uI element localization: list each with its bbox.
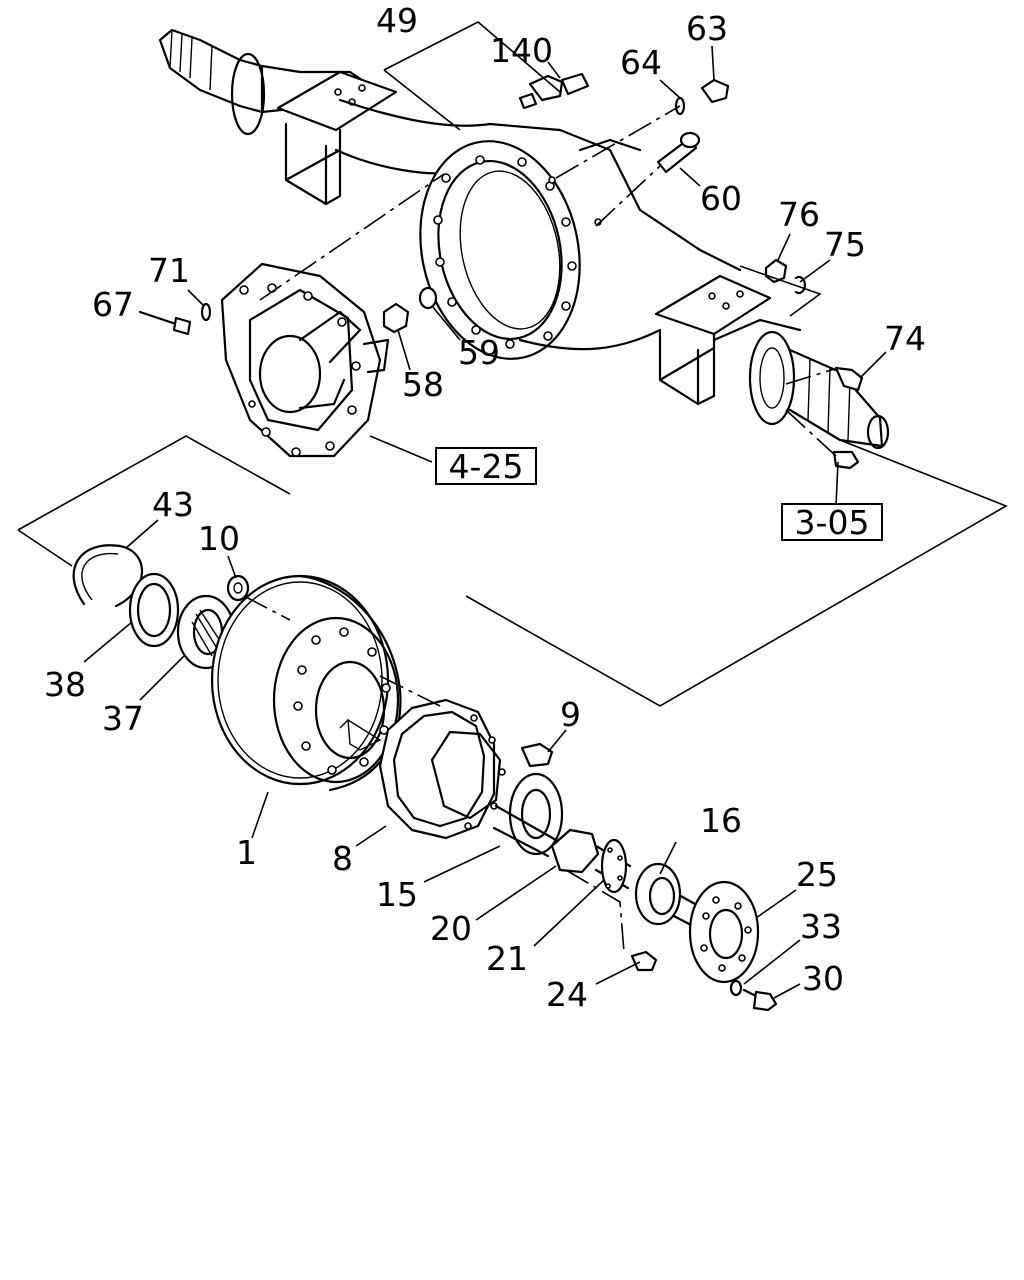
washer-75 (794, 275, 806, 295)
washer-33 (729, 979, 743, 997)
part-label: 1 (236, 833, 257, 872)
seal-38 (128, 572, 180, 648)
part-label: 71 (148, 251, 190, 290)
assembly-lines (17, 21, 1008, 953)
part-label: 21 (486, 939, 528, 978)
reference-box-4-25[interactable]: 4-25 (435, 447, 537, 486)
bolt-30 (742, 988, 778, 1012)
bolt-9 (520, 742, 554, 768)
spacer-20 (550, 828, 600, 874)
part-label: 10 (198, 519, 240, 558)
part-label: 30 (802, 959, 844, 998)
part-label: 15 (376, 875, 418, 914)
part-label: 43 (152, 485, 194, 524)
part-label: 60 (700, 179, 742, 218)
part-label: 38 (44, 665, 86, 704)
drum-1 (210, 574, 402, 792)
part-labels: 49 140 63 64 60 76 75 74 71 67 58 59 43 … (44, 1, 926, 1014)
washer-10 (226, 574, 250, 602)
part-label: 49 (376, 1, 418, 40)
part-label: 76 (778, 195, 820, 234)
part-label: 25 (796, 855, 838, 894)
fitting-140 (518, 72, 590, 110)
part-label: 75 (824, 225, 866, 264)
reference-box-3-05[interactable]: 3-05 (781, 503, 883, 542)
part-label: 24 (546, 975, 588, 1014)
o-ring-59 (418, 286, 438, 310)
part-label: 59 (458, 333, 500, 372)
axle-housing (158, 28, 890, 450)
bolt-67 (138, 310, 192, 336)
hub-8 (339, 698, 506, 840)
part-label: 37 (102, 699, 144, 738)
part-label: 9 (560, 695, 581, 734)
ref-box-label: 4-25 (449, 447, 524, 486)
carrier-studs (239, 283, 361, 457)
seal-16 (634, 862, 682, 926)
bolt-24 (630, 950, 658, 972)
washer-71 (200, 302, 212, 322)
part-label: 64 (620, 43, 662, 82)
differential-carrier (220, 262, 390, 458)
bearing-15 (492, 772, 564, 858)
part-label: 58 (402, 365, 444, 404)
leader-lines (83, 45, 887, 999)
ref-box-label: 3-05 (795, 503, 870, 542)
bolt-3-05 (832, 450, 860, 470)
part-label: 67 (92, 285, 134, 324)
part-label: 33 (800, 907, 842, 946)
part-label: 63 (686, 9, 728, 48)
housing-bolt-holes (433, 155, 602, 349)
part-label: 16 (700, 801, 742, 840)
plate-21 (600, 838, 628, 894)
breather-60 (656, 131, 701, 174)
part-label: 74 (884, 319, 926, 358)
part-label: 140 (490, 31, 553, 70)
part-label: 20 (430, 909, 472, 948)
plug-58 (382, 302, 410, 334)
bolt-63 (700, 78, 730, 104)
bolt-74 (834, 366, 864, 392)
part-label: 8 (332, 839, 353, 878)
flange-25 (688, 880, 760, 984)
